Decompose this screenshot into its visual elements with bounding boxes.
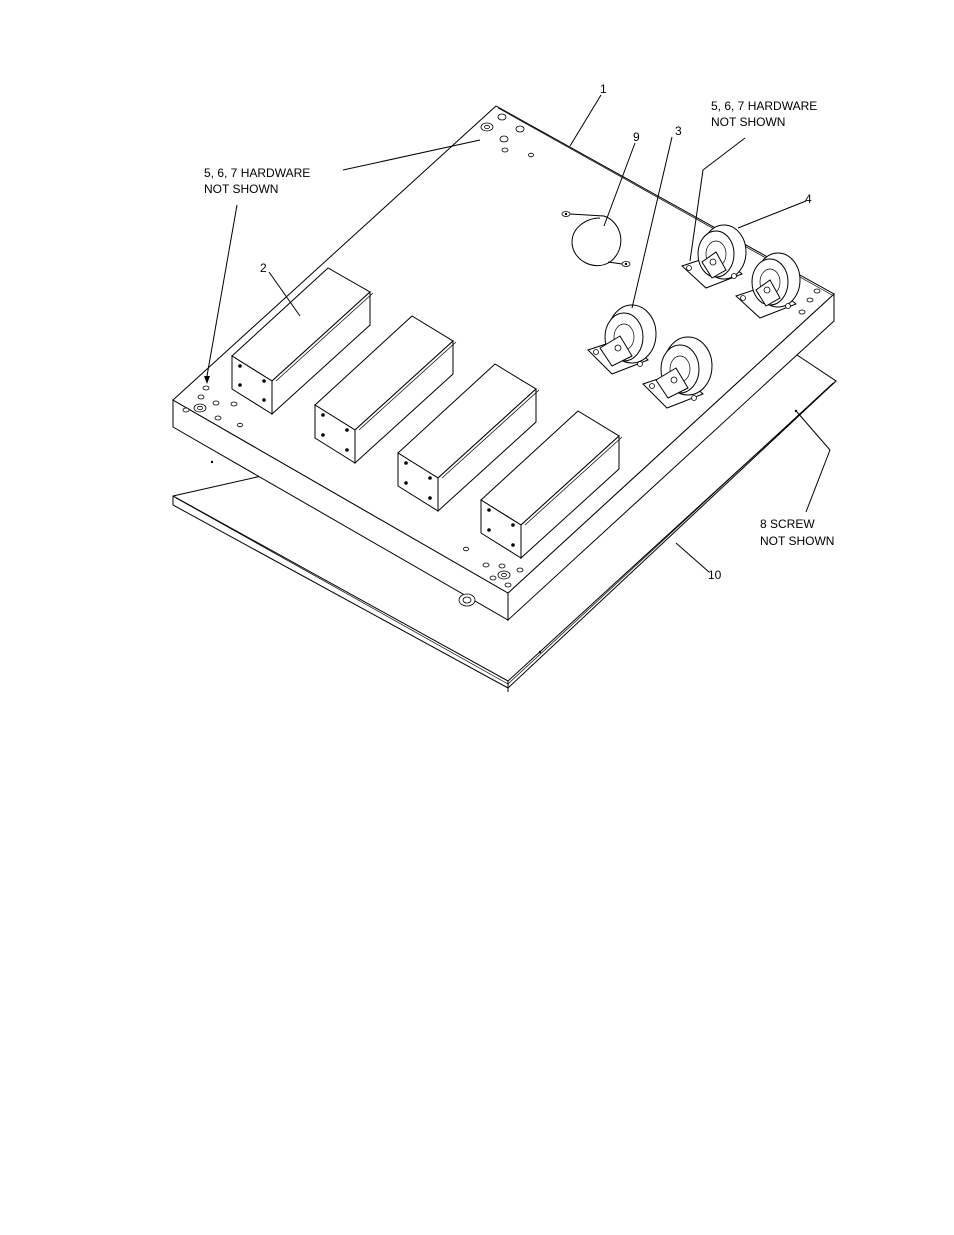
hardware-note-left-line1: 5, 6, 7 HARDWARE <box>204 166 310 180</box>
callout-4: 4 <box>805 192 812 206</box>
screw-note-line1: 8 SCREW <box>760 517 815 531</box>
callout-10: 10 <box>708 568 722 582</box>
callout-3: 3 <box>675 124 682 138</box>
hardware-note-left-line2: NOT SHOWN <box>204 182 278 196</box>
callout-1: 1 <box>600 82 607 96</box>
callout-9: 9 <box>633 130 640 144</box>
hardware-note-right-line1: 5, 6, 7 HARDWARE <box>711 99 817 113</box>
hardware-note-right-line2: NOT SHOWN <box>711 115 785 129</box>
screw-note-line2: NOT SHOWN <box>760 534 834 548</box>
callout-2: 2 <box>260 261 267 275</box>
